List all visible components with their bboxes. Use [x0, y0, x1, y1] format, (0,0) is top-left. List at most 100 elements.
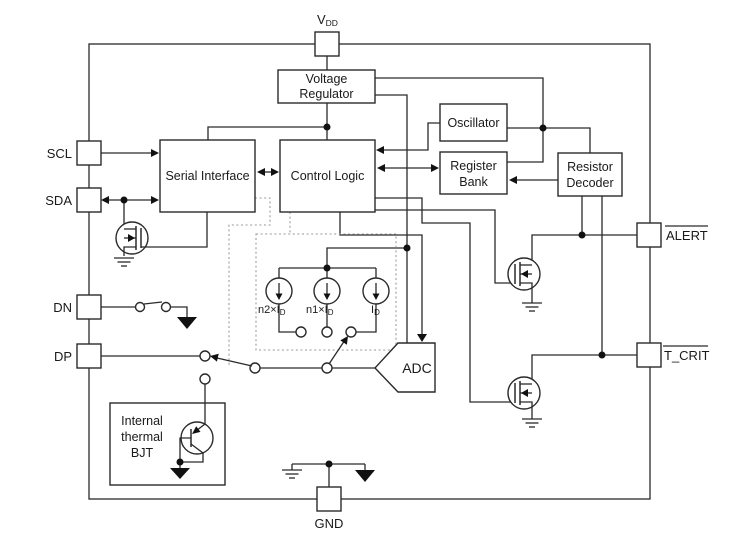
arrowhead-sda-out [101, 196, 109, 204]
wire-alert-net [531, 234, 637, 265]
internal-bjt-label-1: Internal [121, 414, 163, 428]
dotted-mux-control [228, 197, 271, 366]
mux-pivot-right [321, 362, 333, 374]
arrowhead-sda-in [151, 196, 159, 204]
internal-bjt-block: Internal thermal BJT [109, 384, 226, 486]
wire-cl-adc [339, 212, 423, 334]
sda-fet-ground-icon [114, 257, 134, 267]
mux-wiper-id [328, 339, 346, 365]
bjt-contact [199, 373, 211, 385]
cs3-label: ID [371, 304, 380, 317]
function-blocks: Voltage Regulator Serial Interface Contr… [159, 69, 623, 393]
junction-dots [120, 123, 606, 468]
arrowhead-into-register-bank [509, 176, 517, 184]
dp-pin [76, 343, 102, 369]
dotted-current-source-group [255, 233, 397, 351]
tcrit-mosfet [507, 376, 542, 428]
gnd-ground-icon [282, 469, 302, 479]
alert-fet-source [520, 282, 533, 303]
dn-switch-lever [143, 301, 163, 305]
sda-pin [76, 187, 102, 213]
analog-mux [101, 336, 375, 385]
wires [101, 56, 637, 403]
adc-block [374, 342, 436, 393]
oscillator-label: Oscillator [447, 116, 499, 130]
serial-interface-box [159, 139, 256, 213]
switch-contact-n1 [321, 326, 333, 338]
gnd-substrate-arrow [355, 470, 375, 482]
register-bank-label-2: Bank [459, 175, 488, 189]
current-sources: n2×ID n1×ID ID [258, 267, 390, 338]
resistor-decoder-box [557, 152, 623, 197]
register-bank-box [439, 151, 508, 195]
arrowhead-into-control-logic [376, 146, 384, 154]
alert-fet-ground-icon [522, 302, 542, 312]
mux-wiper-dp-arrow [210, 353, 219, 362]
cs-arrows [275, 283, 380, 300]
dn-contact-right [160, 301, 172, 313]
bjt-emitter-arrow [192, 426, 201, 434]
sda-fet-gate-wire [141, 212, 208, 248]
sda-fet-source [123, 246, 136, 256]
wire-oscillator-control-logic [380, 122, 440, 151]
arrowhead-scl [151, 149, 159, 157]
adc-label: ADC [402, 360, 432, 376]
dp-label: DP [54, 349, 72, 364]
wire-power-adc-rail [375, 94, 408, 343]
switch-contact-id [345, 326, 357, 338]
alert-pin [636, 222, 662, 248]
dn-pin [76, 294, 102, 320]
arrowhead-cl-left [377, 164, 385, 172]
wire-cl-tcrit-gate [375, 197, 515, 403]
wire-power-oscillator-decoder [507, 127, 591, 153]
arrowhead-cl [271, 168, 279, 176]
alert-fet-arrow [521, 270, 528, 278]
wire-power-register-bank [375, 77, 544, 163]
vdd-pin [314, 31, 340, 57]
voltage-regulator-label-1: Voltage [306, 72, 348, 86]
tcrit-fet-arrow [521, 389, 528, 397]
voltage-regulator-box [277, 69, 376, 104]
cs1-label: n2×ID [258, 304, 286, 317]
wire-power-serial-interface [207, 126, 327, 140]
wire-tcrit-net [531, 354, 637, 384]
bjt-collector-tie [180, 443, 204, 463]
wire-dn-sub [170, 306, 188, 317]
register-bank-label-1: Register [450, 159, 497, 173]
oscillator-box [439, 103, 508, 142]
tcrit-fet-source [520, 401, 533, 419]
dotted-paths [228, 197, 397, 366]
alert-label: ALERT [666, 228, 708, 243]
gnd-pin [316, 486, 342, 512]
scl-label: SCL [47, 146, 72, 161]
tcrit-label: T_CRIT [664, 348, 710, 363]
tcrit-fet-ground-icon [522, 418, 542, 428]
mux-pivot-left [249, 362, 261, 374]
sda-mosfet [114, 200, 208, 267]
resistor-decoder-label-1: Resistor [567, 160, 613, 174]
gnd-label: GND [315, 516, 344, 531]
wire-power-current-sources [326, 247, 407, 268]
arrowhead-si [257, 168, 265, 176]
sda-fet-arrow [128, 234, 135, 242]
cs3-bottom-stub [356, 304, 377, 333]
arrowhead-rb-right [431, 164, 439, 172]
control-logic-box [279, 139, 376, 213]
dn-switch [101, 301, 197, 329]
cs1-bottom-stub [278, 304, 296, 333]
dn-label: DN [53, 300, 72, 315]
pins: VDD SCL SDA DN DP ALERT T_CRIT GND [45, 12, 709, 531]
arrowhead-into-adc [417, 334, 427, 342]
resistor-decoder-label-2: Decoder [566, 176, 613, 190]
sda-label: SDA [45, 193, 72, 208]
bjt-substrate-arrow [170, 468, 190, 479]
internal-bjt-label-3: BJT [131, 446, 154, 460]
dp-contact [199, 350, 211, 362]
wire-cl-alert-gate [375, 209, 515, 284]
chip-boundary [88, 43, 651, 500]
mux-wiper-id-arrow [340, 336, 348, 345]
internal-bjt-label-2: thermal [121, 430, 163, 444]
control-logic-label: Control Logic [291, 169, 365, 183]
